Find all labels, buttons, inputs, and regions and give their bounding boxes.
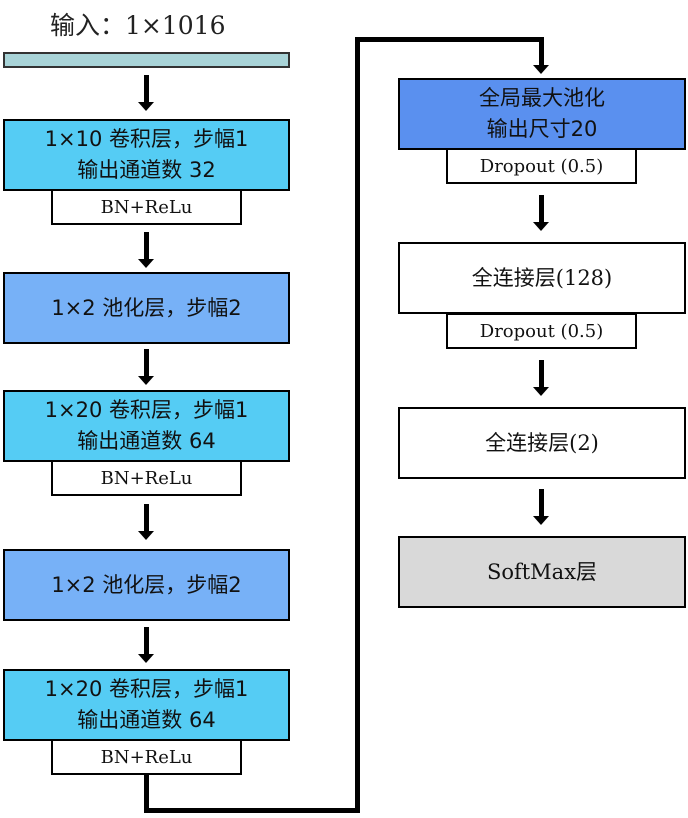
conv-layer-3-line2: 输出通道数 64 xyxy=(77,708,216,732)
input-bar xyxy=(3,52,290,68)
pool-layer-1-label: 1×2 池化层，步幅2 xyxy=(51,295,242,320)
arrow-connector-to-global-pool xyxy=(533,37,549,74)
softmax-layer-label: SoftMax层 xyxy=(486,559,598,584)
global-max-pool-layer: 全局最大池化 输出尺寸20 xyxy=(398,78,686,150)
softmax-layer: SoftMax层 xyxy=(398,536,686,608)
fc-layer-128: 全连接层(128) xyxy=(398,242,686,314)
conv-layer-3: 1×20 卷积层，步幅1 输出通道数 64 xyxy=(3,669,290,741)
arrow-pool2-to-conv3 xyxy=(138,627,154,663)
fc-layer-128-dropout: Dropout (0.5) xyxy=(446,313,637,349)
arrow-conv1-to-pool1 xyxy=(138,232,154,268)
fc-layer-2: 全连接层(2) xyxy=(398,407,686,479)
conv-layer-2-line2: 输出通道数 64 xyxy=(77,429,216,453)
input-label: 输入：1×1016 xyxy=(50,11,226,40)
fc-layer-128-label: 全连接层(128) xyxy=(471,265,613,290)
connector-bottom xyxy=(144,808,360,813)
conv-layer-3-bn-relu: BN+ReLu xyxy=(51,739,242,775)
global-max-pool-dropout: Dropout (0.5) xyxy=(446,148,637,184)
arrow-dropout-to-fc128 xyxy=(533,195,549,231)
conv-layer-3-line1: 1×20 卷积层，步幅1 xyxy=(44,677,249,701)
conv-layer-2-line1: 1×20 卷积层，步幅1 xyxy=(44,398,249,422)
arrow-conv2-to-pool2 xyxy=(138,504,154,540)
fc-layer-2-label: 全连接层(2) xyxy=(485,430,599,455)
arrow-dropout-to-fc2 xyxy=(533,360,549,396)
connector-up xyxy=(355,37,360,813)
conv-layer-1: 1×10 卷积层，步幅1 输出通道数 32 xyxy=(3,119,290,191)
global-max-pool-line2: 输出尺寸20 xyxy=(486,117,598,141)
pool-layer-2: 1×2 池化层，步幅2 xyxy=(3,549,290,621)
conv-layer-1-bn-relu: BN+ReLu xyxy=(51,189,242,225)
conv-layer-2-bn-relu: BN+ReLu xyxy=(51,460,242,496)
global-max-pool-line1: 全局最大池化 xyxy=(479,86,605,110)
connector-top xyxy=(355,37,544,42)
arrow-pool1-to-conv2 xyxy=(138,349,154,385)
conv-layer-1-line2: 输出通道数 32 xyxy=(77,158,216,182)
arrow-input-to-conv1 xyxy=(138,75,154,111)
arrow-fc2-to-softmax xyxy=(533,489,549,525)
connector-down xyxy=(144,775,149,813)
pool-layer-2-label: 1×2 池化层，步幅2 xyxy=(51,572,242,597)
conv-layer-2: 1×20 卷积层，步幅1 输出通道数 64 xyxy=(3,390,290,462)
pool-layer-1: 1×2 池化层，步幅2 xyxy=(3,272,290,344)
conv-layer-1-line1: 1×10 卷积层，步幅1 xyxy=(44,127,249,151)
